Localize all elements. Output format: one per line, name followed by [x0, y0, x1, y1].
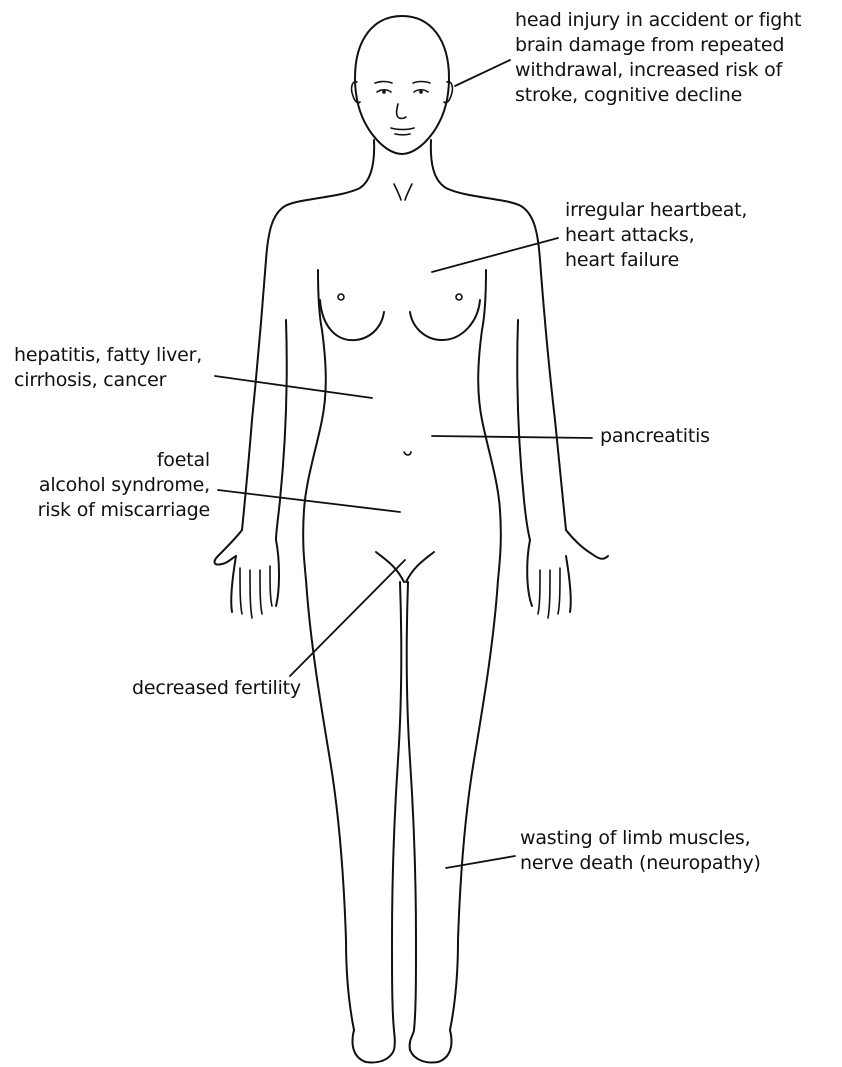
leader-liver — [215, 376, 372, 398]
head-outline — [352, 16, 453, 154]
annotation-liver: hepatitis, fatty liver, cirrhosis, cance… — [14, 343, 202, 393]
annotation-line: hepatitis, fatty liver, — [14, 343, 202, 368]
leader-head — [455, 60, 510, 86]
legs-outline — [306, 580, 498, 1063]
leader-muscles — [446, 856, 515, 868]
leader-pancreas — [432, 436, 592, 438]
leader-lines — [215, 60, 592, 868]
annotation-muscles: wasting of limb muscles, nerve death (ne… — [520, 826, 761, 876]
annotation-line: brain damage from repeated — [515, 33, 801, 58]
annotation-line: decreased fertility — [132, 676, 301, 701]
annotation-line: stroke, cognitive decline — [515, 83, 801, 108]
annotation-heart: irregular heartbeat, heart attacks, hear… — [565, 198, 747, 273]
annotation-line: wasting of limb muscles, — [520, 826, 761, 851]
leader-fertility — [290, 560, 405, 676]
annotation-line: heart attacks, — [565, 223, 747, 248]
annotation-fertility: decreased fertility — [132, 676, 301, 701]
annotation-head: head injury in accident or fight brain d… — [515, 8, 801, 108]
annotation-line: nerve death (neuropathy) — [520, 851, 761, 876]
annotation-line: pancreatitis — [600, 424, 710, 449]
annotation-line: alcohol syndrome, — [20, 473, 210, 498]
annotation-line: foetal — [20, 448, 210, 473]
annotation-pancreas: pancreatitis — [600, 424, 710, 449]
annotation-line: head injury in accident or fight — [515, 8, 801, 33]
annotation-foetal: foetal alcohol syndrome, risk of miscarr… — [20, 448, 210, 523]
annotation-line: risk of miscarriage — [20, 498, 210, 523]
annotation-line: heart failure — [565, 248, 747, 273]
annotation-line: withdrawal, increased risk of — [515, 58, 801, 83]
annotation-line: irregular heartbeat, — [565, 198, 747, 223]
annotation-line: cirrhosis, cancer — [14, 368, 202, 393]
